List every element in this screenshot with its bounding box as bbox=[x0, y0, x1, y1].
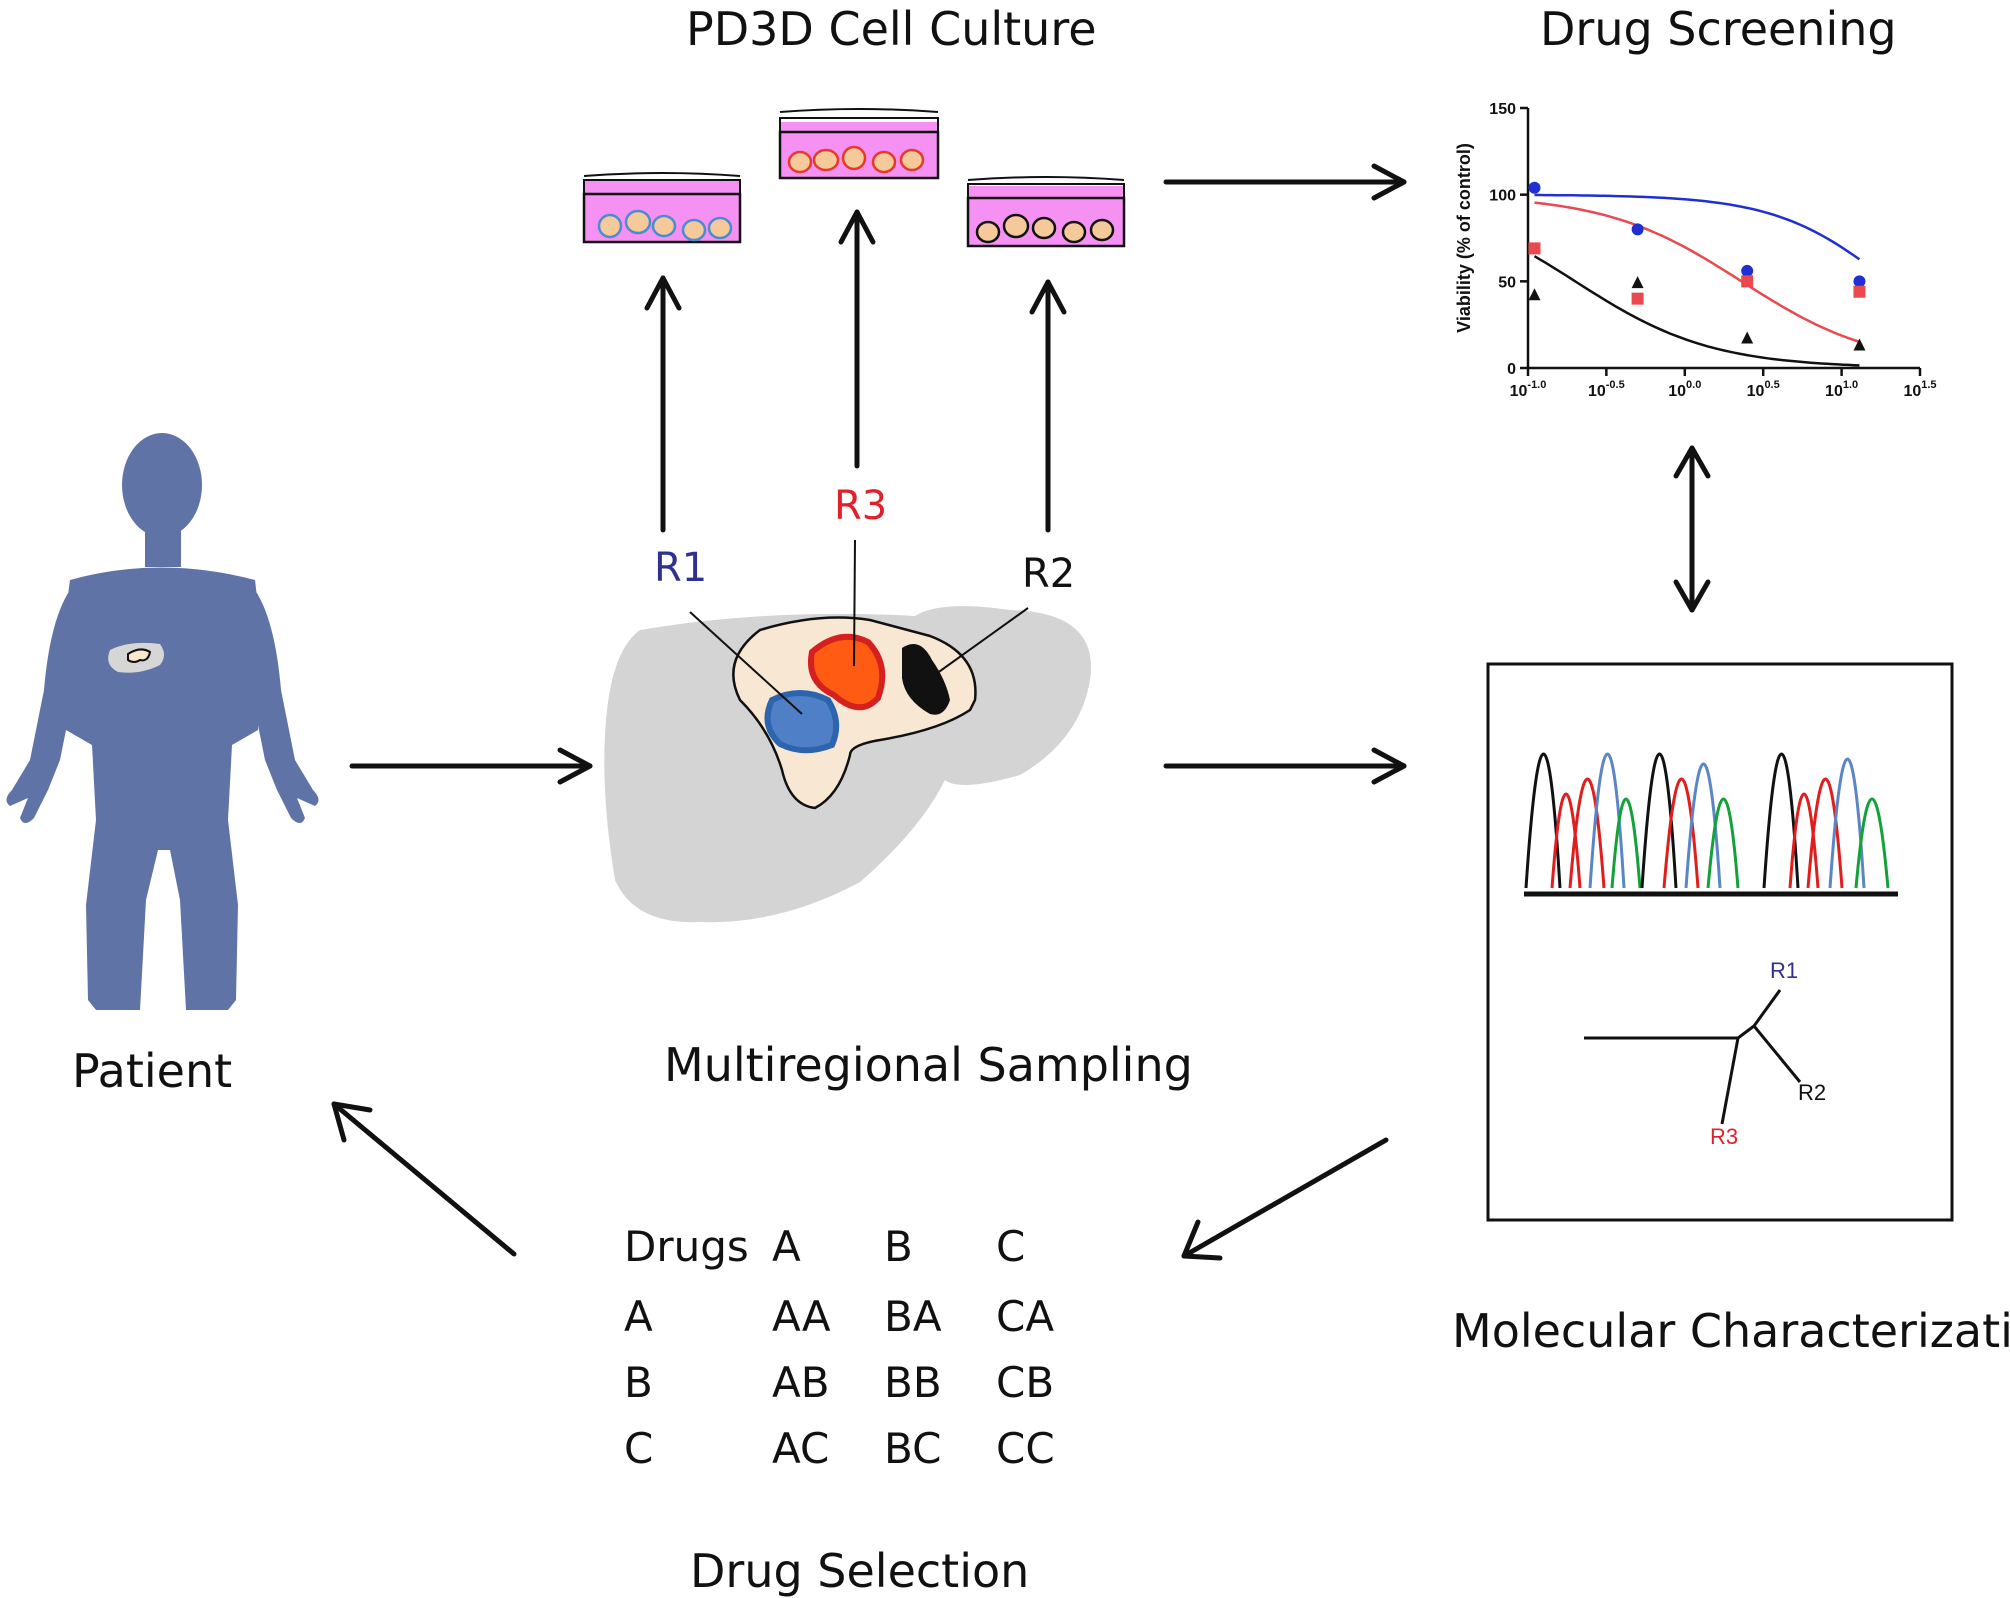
table-header-cell: Drugs bbox=[624, 1222, 749, 1271]
chart-point bbox=[1853, 338, 1866, 351]
chart-point bbox=[1741, 331, 1754, 344]
arrow-r3-to-dish bbox=[838, 209, 876, 469]
region-label-r3: R3 bbox=[834, 483, 888, 529]
dose-response-chart: 0 50 100 150 10-1.0 10-0.5 100.0 100.5 101.0 101.… bbox=[1454, 101, 1937, 400]
arrow-molecular-to-selection bbox=[1181, 1137, 1389, 1261]
table-header-cell: B bbox=[884, 1222, 913, 1271]
table-cell: AA bbox=[772, 1292, 831, 1341]
liver-illustration bbox=[604, 539, 1091, 923]
molecular-panel bbox=[1486, 662, 1954, 1222]
phylogenetic-tree bbox=[1584, 989, 1802, 1125]
chart-point bbox=[1631, 223, 1644, 236]
title-selection: Drug Selection bbox=[690, 1544, 1030, 1598]
dish-r1 bbox=[582, 172, 742, 244]
table-cell: BA bbox=[884, 1292, 942, 1341]
chart-x-tick-label: 100.5 bbox=[1747, 379, 1780, 400]
region-label-r2: R2 bbox=[1022, 551, 1076, 597]
table-header-cell: A bbox=[772, 1222, 801, 1271]
chart-point bbox=[1631, 292, 1644, 305]
chart-point bbox=[1631, 276, 1644, 289]
region-label-r1: R1 bbox=[654, 545, 708, 591]
tree-label-r3: R3 bbox=[1710, 1124, 1739, 1149]
table-cell: BB bbox=[884, 1358, 942, 1407]
chart-x-tick-label: 101.0 bbox=[1825, 379, 1858, 400]
chart-x-tick-label: 101.5 bbox=[1903, 379, 1936, 400]
tree-label-r1: R1 bbox=[1770, 958, 1799, 983]
chart-fit-line-3 bbox=[1533, 255, 1860, 367]
table-header-cell: C bbox=[996, 1222, 1026, 1271]
title-screening: Drug Screening bbox=[1540, 2, 1897, 56]
chart-point bbox=[1528, 288, 1541, 301]
table-cell: CB bbox=[996, 1358, 1055, 1407]
arrow-r2-to-dish bbox=[1029, 279, 1067, 533]
table-cell: A bbox=[624, 1292, 653, 1341]
chart-point bbox=[1741, 264, 1754, 277]
chart-x-tick-label: 10-0.5 bbox=[1588, 379, 1625, 400]
arrow-r1-to-dish bbox=[644, 275, 682, 533]
chart-point bbox=[1528, 242, 1541, 255]
table-cell: AB bbox=[772, 1358, 830, 1407]
arrow-screening-molecular-bidirectional bbox=[1673, 445, 1711, 613]
table-cell: BC bbox=[884, 1424, 942, 1473]
table-cell: AC bbox=[772, 1424, 830, 1473]
arrow-sampling-to-molecular bbox=[1163, 747, 1407, 785]
chart-point bbox=[1528, 181, 1541, 194]
title-molecular: Molecular Characterization bbox=[1452, 1304, 2010, 1358]
dish-r3 bbox=[778, 108, 940, 180]
table-cell: B bbox=[624, 1358, 653, 1407]
patient-liver-icon bbox=[108, 642, 164, 673]
chart-x-tick-label: 100.0 bbox=[1668, 379, 1701, 400]
chart-point bbox=[1741, 275, 1754, 288]
chart-fit-line-2 bbox=[1534, 201, 1860, 344]
sequencing-chromatogram bbox=[1524, 752, 1898, 897]
chart-y-tick-label: 100 bbox=[1489, 188, 1516, 205]
title-culture: PD3D Cell Culture bbox=[686, 2, 1097, 56]
arrow-selection-to-patient bbox=[331, 1101, 517, 1257]
chart-y-axis-label: Viability (% of control) bbox=[1454, 143, 1474, 333]
patient-figure bbox=[6, 433, 319, 1010]
chart-point bbox=[1853, 275, 1866, 288]
chart-y-tick-label: 0 bbox=[1507, 361, 1516, 378]
title-sampling: Multiregional Sampling bbox=[664, 1038, 1193, 1092]
table-cell: CC bbox=[996, 1424, 1055, 1473]
chart-y-tick-label: 150 bbox=[1489, 101, 1516, 118]
arrow-patient-to-sampling bbox=[349, 747, 593, 785]
arrow-culture-to-screening bbox=[1163, 163, 1407, 201]
chart-fit-line-1 bbox=[1534, 193, 1861, 261]
table-cell: CA bbox=[996, 1292, 1055, 1341]
table-cell: C bbox=[624, 1424, 654, 1473]
chart-y-tick-label: 50 bbox=[1498, 274, 1516, 291]
tree-label-r2: R2 bbox=[1798, 1080, 1827, 1105]
chart-point bbox=[1853, 285, 1866, 298]
title-patient: Patient bbox=[72, 1044, 233, 1098]
dish-r2 bbox=[966, 176, 1126, 248]
chart-x-tick-label: 10-1.0 bbox=[1510, 379, 1547, 400]
